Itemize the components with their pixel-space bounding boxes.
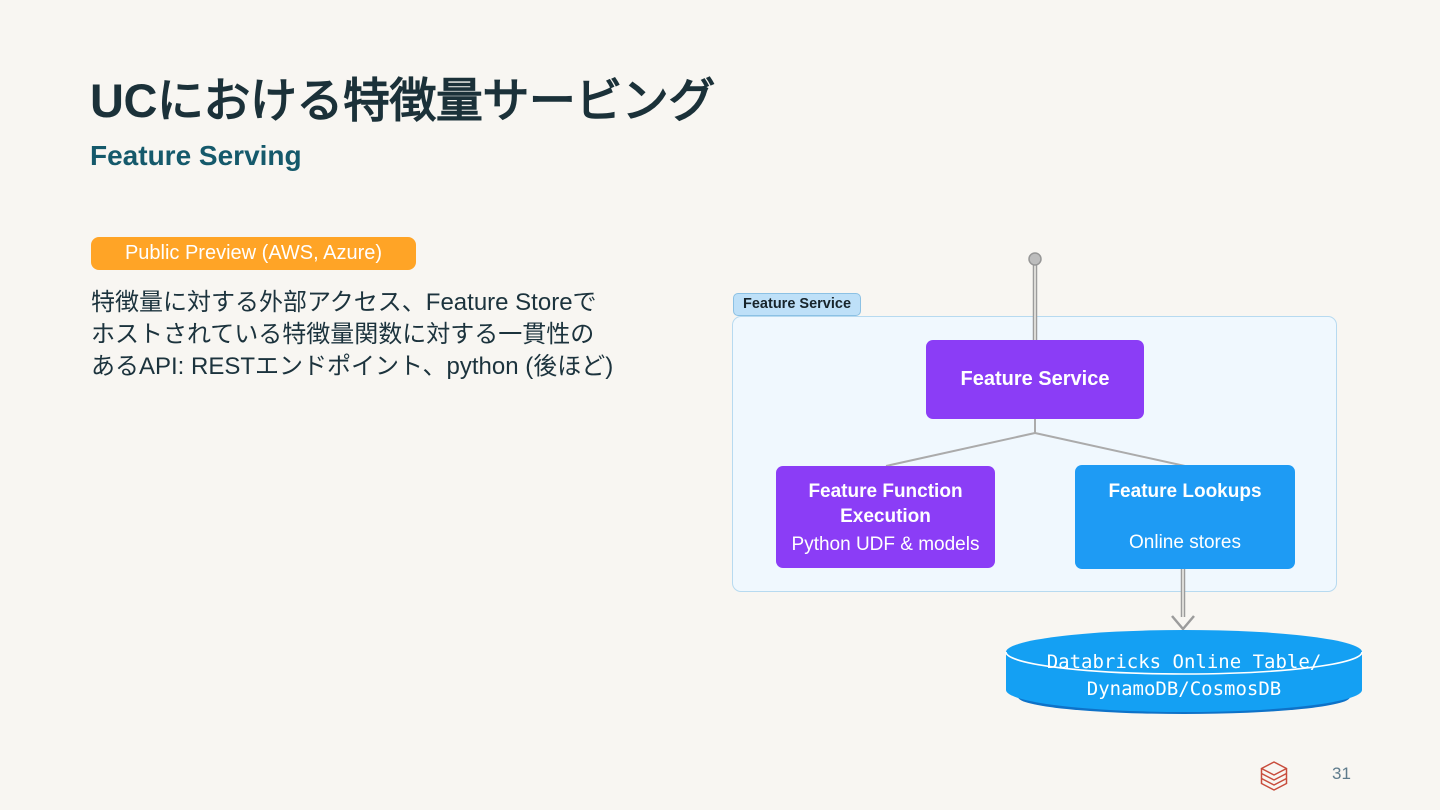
body-paragraph: 特徴量に対する外部アクセス、Feature Storeで ホストされている特徴量… (91, 287, 613, 383)
page-subtitle: Feature Serving (90, 140, 302, 171)
node-feature-lookups: Feature Lookups Online stores (1075, 465, 1295, 569)
online-store-label: Databricks Online Table/ DynamoDB/Cosmos… (1006, 649, 1362, 703)
page-title: UCにおける特徴量サービング (90, 74, 715, 127)
arrow-to-store-head (1171, 615, 1195, 631)
databricks-logo-icon (1260, 761, 1288, 791)
body-line: あるAPI: RESTエンドポイント、python (後ほど) (91, 353, 614, 380)
node-feature-function-execution: Feature Function Execution Python UDF & … (776, 466, 995, 568)
node-feature-function-label-1: Feature Function (808, 481, 963, 502)
feature-service-group-label: Feature Service (733, 293, 862, 316)
node-feature-function-label-2: Execution (840, 506, 931, 527)
node-feature-lookups-sublabel: Online stores (1129, 532, 1241, 553)
body-line: ホストされている特徴量関数に対する一貫性の (91, 321, 595, 348)
node-feature-service: Feature Service (926, 340, 1144, 419)
connector-start-dot (1028, 252, 1042, 266)
public-preview-badge: Public Preview (AWS, Azure) (91, 237, 416, 270)
node-feature-function-sublabel: Python UDF & models (791, 534, 980, 555)
node-feature-service-label: Feature Service (960, 368, 1110, 390)
body-line: 特徴量に対する外部アクセス、Feature Storeで (91, 289, 597, 316)
online-store-line-1: Databricks Online Table/ (1046, 651, 1322, 673)
online-store-line-2: DynamoDB/CosmosDB (1086, 678, 1282, 700)
node-feature-lookups-label: Feature Lookups (1108, 481, 1262, 502)
page-number: 31 (1332, 764, 1351, 783)
